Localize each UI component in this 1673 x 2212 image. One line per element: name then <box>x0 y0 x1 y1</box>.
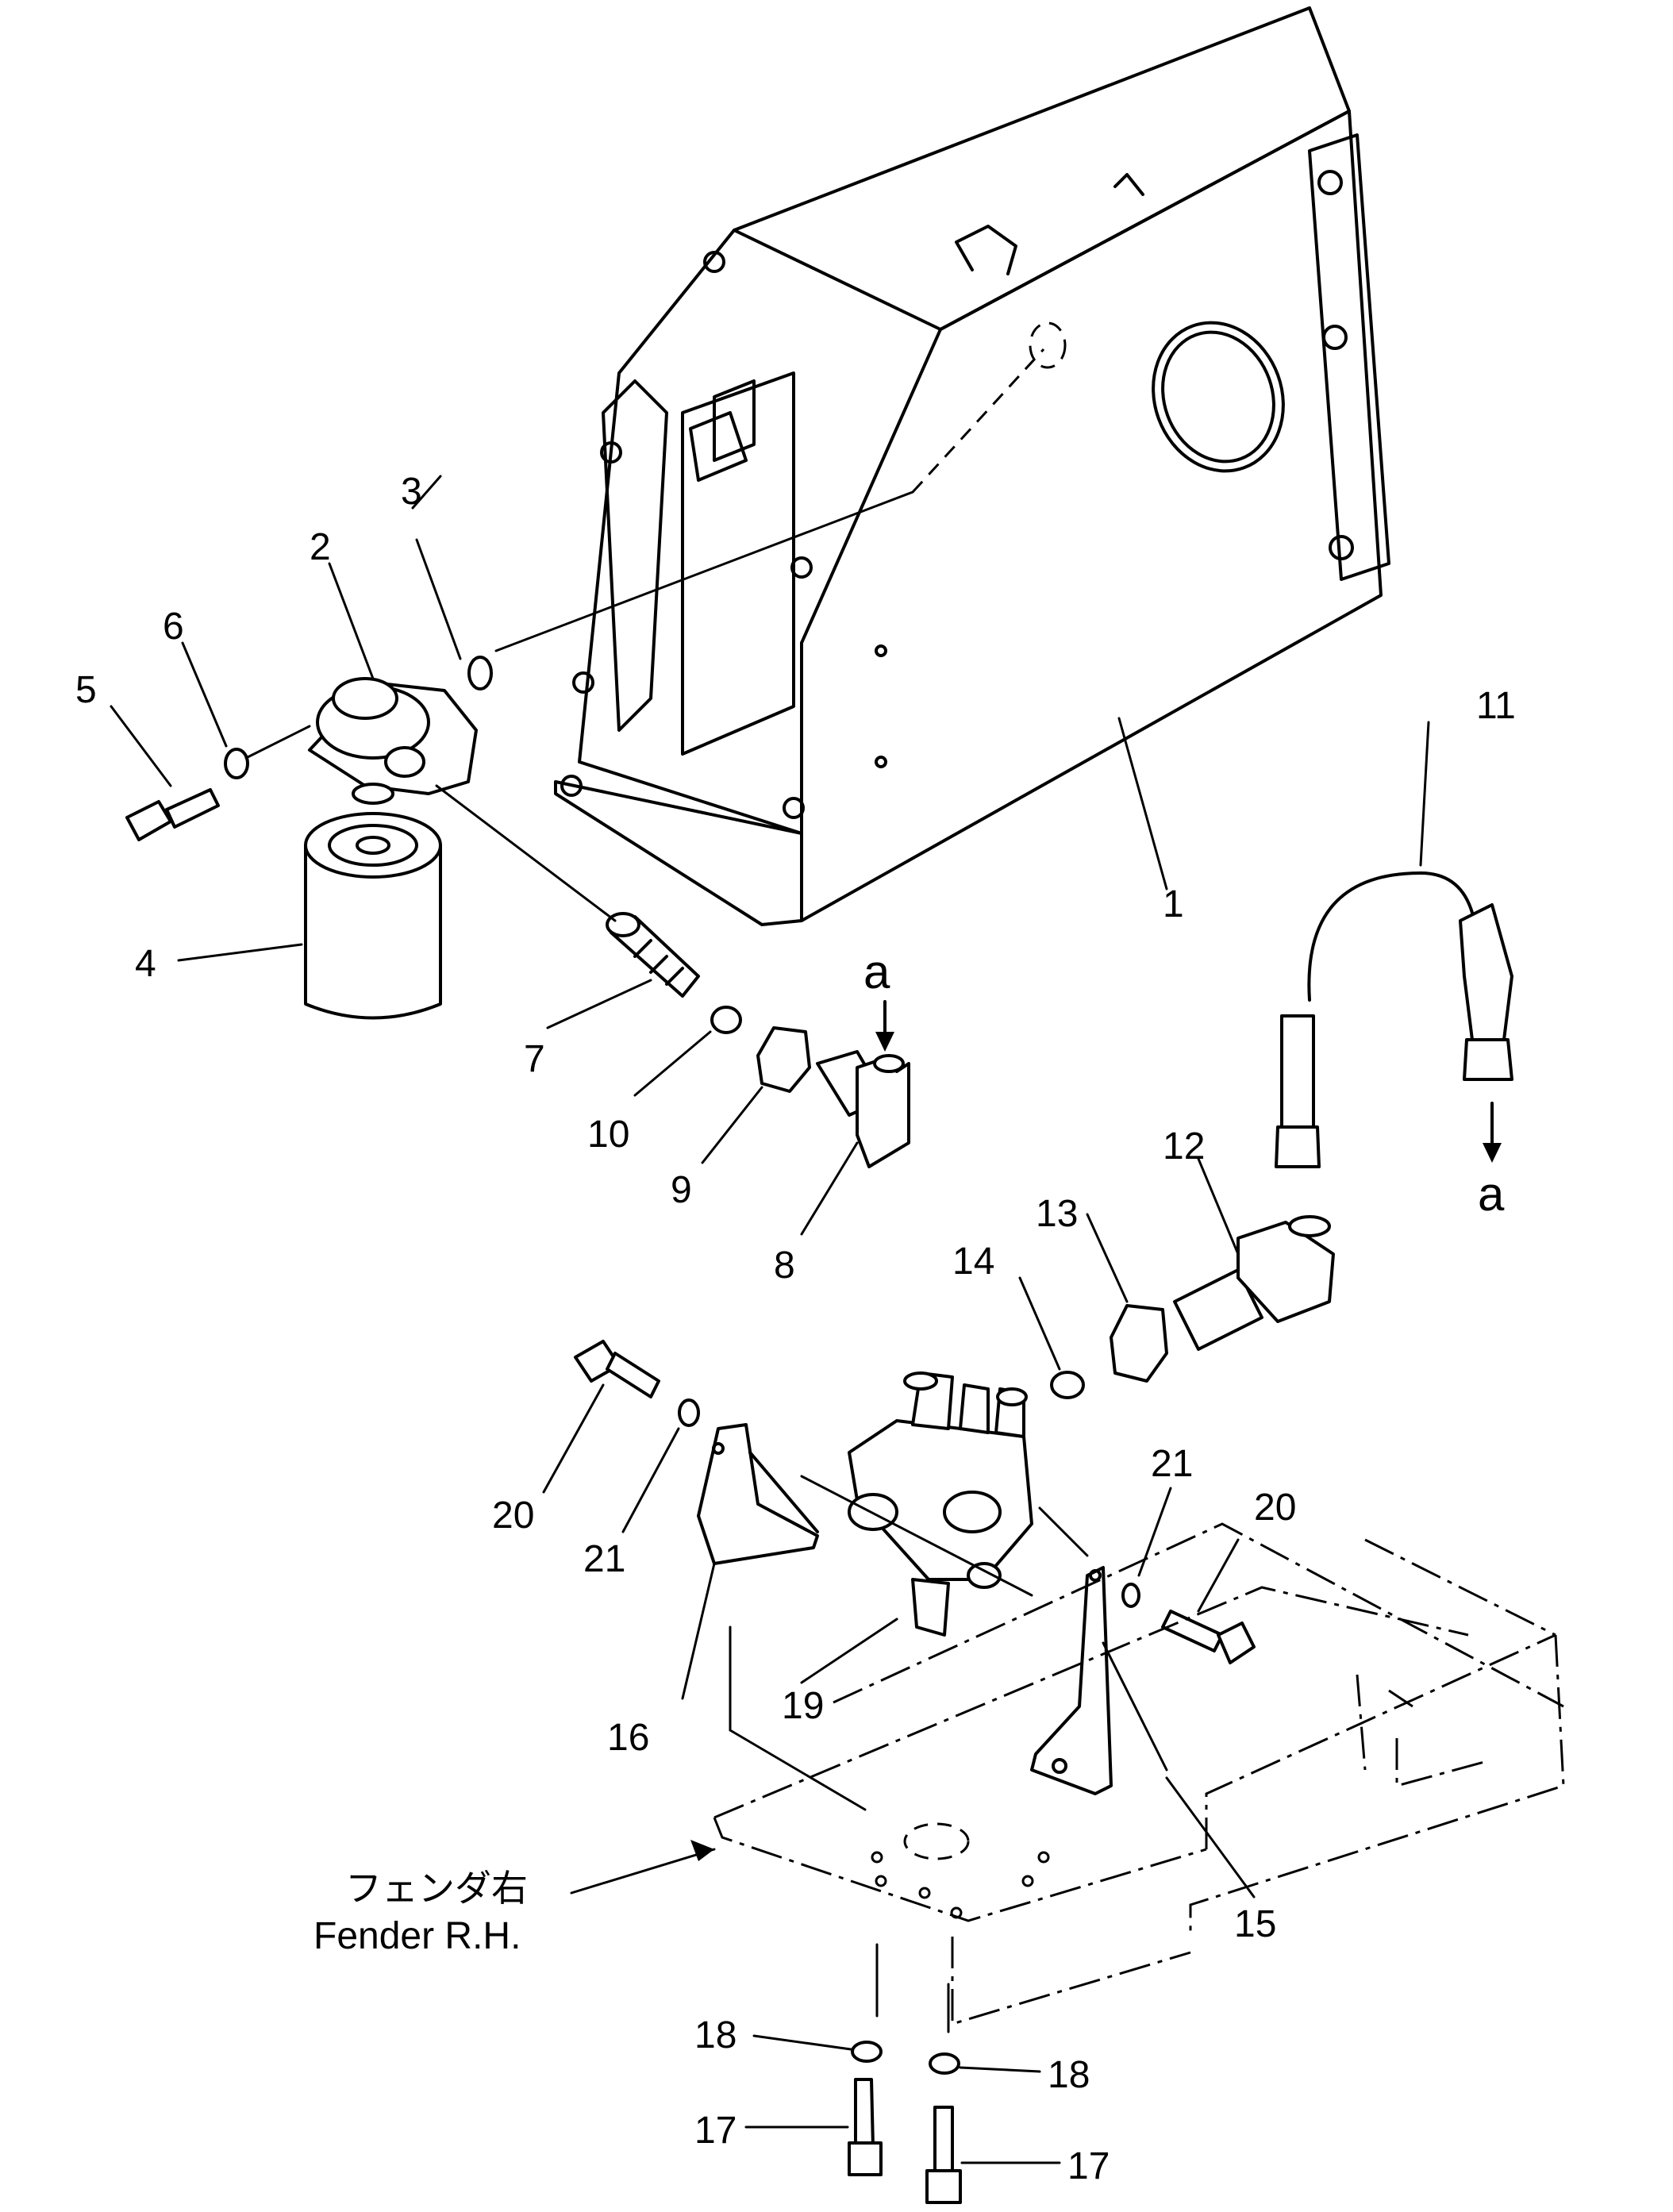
callout-17-right: 17 <box>1067 2145 1110 2187</box>
callout-16: 16 <box>607 1717 649 1759</box>
washer-18-right <box>929 2052 960 2075</box>
elbow-8 <box>816 1050 910 1168</box>
callout-14: 14 <box>952 1241 994 1283</box>
callout-17-left: 17 <box>694 2110 737 2152</box>
callout-6: 6 <box>163 606 184 648</box>
callout-15: 15 <box>1234 1903 1276 1945</box>
bolt-17-right <box>925 2106 962 2204</box>
washer-18-left <box>851 2041 883 2063</box>
leader-lines <box>110 475 1430 2164</box>
filter-head <box>308 677 478 805</box>
callout-5: 5 <box>75 669 97 711</box>
callout-18-left: 18 <box>694 2014 737 2056</box>
nut-13 <box>1110 1304 1168 1383</box>
callout-21-right: 21 <box>1151 1443 1193 1485</box>
o-ring-14 <box>1050 1371 1085 1399</box>
callout-1: 1 <box>1163 883 1184 925</box>
fender-label-jp: フェンダ右 <box>345 1867 528 1910</box>
bolt-20-left <box>574 1340 660 1398</box>
o-ring-3 <box>467 656 493 691</box>
tank-housing <box>554 6 1390 926</box>
callout-2: 2 <box>310 526 331 568</box>
bolt-5 <box>125 788 220 841</box>
valve-19 <box>848 1371 1033 1637</box>
callout-21-left: 21 <box>583 1538 625 1580</box>
callout-13: 13 <box>1036 1193 1078 1235</box>
callout-20-right: 20 <box>1254 1487 1296 1529</box>
callout-20-left: 20 <box>492 1495 534 1537</box>
callout-11: 11 <box>1476 685 1516 727</box>
callout-3: 3 <box>401 471 422 513</box>
callout-9: 9 <box>671 1169 692 1211</box>
callout-18-right: 18 <box>1048 2054 1090 2096</box>
hose-11 <box>1275 871 1513 1168</box>
callout-10: 10 <box>587 1114 629 1156</box>
bolt-17-left <box>848 2078 883 2176</box>
washer-21-left <box>678 1398 700 1427</box>
elbow-12 <box>1173 1215 1335 1351</box>
fitting-7 <box>606 912 700 998</box>
filter-cartridge <box>304 812 442 1020</box>
arrow-mark-a-left: a <box>863 945 890 998</box>
washer-6 <box>224 748 249 779</box>
nut-9 <box>756 1026 811 1093</box>
o-ring-10 <box>710 1006 742 1034</box>
callout-12: 12 <box>1163 1125 1205 1168</box>
callout-4: 4 <box>135 943 156 985</box>
callout-19: 19 <box>782 1685 824 1727</box>
bracket-15 <box>1030 1566 1113 1795</box>
washer-21-right <box>1121 1583 1140 1608</box>
callout-7: 7 <box>524 1038 545 1080</box>
bolt-20-right <box>1161 1610 1256 1664</box>
callout-8: 8 <box>774 1244 795 1287</box>
callout-labels: 1 2 3 4 5 6 7 8 9 10 11 12 13 14 15 16 1… <box>75 471 1516 2187</box>
arrow-mark-a-right: a <box>1478 1168 1505 1221</box>
bracket-16 <box>697 1423 819 1565</box>
fender-label-en: Fender R.H. <box>313 1915 521 1957</box>
